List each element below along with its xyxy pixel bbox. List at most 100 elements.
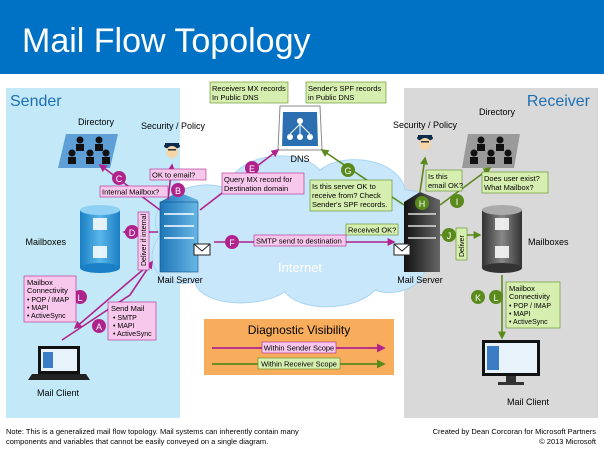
svg-text:In Public DNS: In Public DNS (212, 93, 259, 102)
mailboxes-left-icon (80, 205, 120, 273)
mail-client-right-icon (482, 340, 540, 385)
svg-text:• POP / IMAP: • POP / IMAP (27, 297, 69, 304)
mailboxes-right-icon (482, 205, 522, 273)
svg-text:Send Mail: Send Mail (111, 304, 145, 313)
step-a: A (92, 319, 106, 333)
label-deliver-if-internal: Deliver if internal (137, 211, 150, 271)
svg-text:• ActiveSync: • ActiveSync (113, 331, 152, 338)
label-received-ok: Received OK? (345, 223, 399, 236)
step-i: I (450, 194, 464, 208)
svg-text:Sender's SPF records.: Sender's SPF records. (312, 200, 387, 209)
svg-text:Does user exist?: Does user exist? (484, 174, 540, 183)
svg-text:What Mailbox?: What Mailbox? (484, 183, 534, 192)
step-k2: L (489, 290, 503, 304)
security-left-label: Security / Policy (141, 121, 206, 131)
label-senders-spf: Sender's SPF records in Public DNS (305, 81, 387, 104)
svg-text:Mailbox: Mailbox (509, 284, 535, 293)
mail-client-left-label: Mail Client (37, 388, 80, 398)
arrow-h-policy (419, 156, 429, 193)
page-title: Mail Flow Topology (22, 22, 311, 60)
mail-server-right-icon (393, 192, 440, 272)
step-k: K (471, 290, 485, 304)
step-c: C (112, 171, 126, 185)
svg-text:Is this server OK to: Is this server OK to (312, 182, 376, 191)
sender-heading: Sender (10, 93, 62, 110)
security-right-icon (417, 135, 433, 150)
mail-client-left-icon (28, 346, 90, 380)
legend-receiver-scope: Within Receiver Scope (261, 360, 337, 369)
svg-text:J: J (447, 231, 452, 241)
label-send-mail: Send Mail • SMTP • MAPI • ActiveSync (107, 301, 157, 341)
legend-title: Diagnostic Visibility (248, 323, 351, 337)
svg-text:H: H (419, 199, 426, 209)
svg-text:• ActiveSync: • ActiveSync (509, 319, 548, 326)
receiver-heading: Receiver (527, 93, 591, 110)
svg-text:Connectivity: Connectivity (27, 286, 68, 295)
legend-box: Diagnostic Visibility Within Sender Scop… (204, 319, 394, 375)
mail-client-right-label: Mail Client (507, 397, 550, 407)
mail-server-left-icon (159, 192, 211, 273)
svg-text:email OK?: email OK? (428, 181, 463, 190)
svg-text:SMTP send to destination: SMTP send to destination (256, 237, 342, 246)
mailboxes-left-label: Mailboxes (25, 237, 66, 247)
mailboxes-right-label: Mailboxes (528, 237, 569, 247)
svg-text:Mailbox: Mailbox (27, 278, 53, 287)
svg-text:• SMTP: • SMTP (113, 315, 137, 322)
svg-text:• MAPI: • MAPI (509, 311, 531, 318)
step-l: L (73, 290, 87, 304)
svg-text:Internal Mailbox?: Internal Mailbox? (102, 188, 159, 197)
svg-text:G: G (344, 166, 351, 176)
legend-receiver-swatch (257, 357, 341, 370)
label-internal-mailbox: Internal Mailbox? (99, 185, 169, 198)
footer-credit-1: Created by Dean Corcoran for Microsoft P… (433, 427, 597, 436)
svg-text:Query MX record for: Query MX record for (224, 175, 292, 184)
legend-sender-swatch (261, 341, 337, 354)
arrow-i-directory (439, 167, 492, 206)
security-left-icon (164, 143, 180, 158)
svg-text:• POP / IMAP: • POP / IMAP (509, 303, 551, 310)
svg-text:B: B (175, 186, 181, 196)
footer-note-2: components and variables that cannot be … (6, 437, 268, 446)
label-connectivity-right: Mailbox Connectivity • POP / IMAP • MAPI… (505, 281, 561, 329)
svg-text:OK to email?: OK to email? (152, 171, 195, 180)
svg-text:Received OK?: Received OK? (348, 226, 396, 235)
directory-right-label: Directory (479, 107, 516, 117)
svg-text:• MAPI: • MAPI (113, 323, 135, 330)
dns-icon (277, 105, 323, 151)
svg-text:Sender's SPF records: Sender's SPF records (308, 84, 381, 93)
step-g: G (341, 163, 355, 177)
step-d: D (125, 225, 139, 239)
svg-text:Deliver: Deliver (459, 235, 466, 257)
svg-text:L: L (77, 293, 82, 303)
label-receivers-mx: Receivers MX records In Public DNS (209, 81, 289, 104)
mail-server-right-label: Mail Server (397, 275, 443, 285)
footer-credit-2: © 2013 Microsoft (539, 437, 597, 446)
step-h: H (415, 196, 429, 210)
security-right-label: Security / Policy (393, 120, 458, 130)
label-ok-to-email: OK to email? (149, 168, 207, 181)
svg-text:E: E (249, 164, 255, 174)
label-deliver-right: Deliver (455, 227, 468, 261)
svg-text:• MAPI: • MAPI (27, 305, 49, 312)
directory-right-icon (462, 134, 520, 168)
svg-text:L: L (493, 293, 498, 303)
step-j: J (442, 228, 456, 242)
svg-text:Deliver if internal: Deliver if internal (141, 213, 148, 266)
svg-text:K: K (475, 293, 481, 303)
step-e: E (245, 161, 259, 175)
svg-text:A: A (96, 322, 102, 332)
svg-text:F: F (229, 238, 235, 248)
footer-note-1: Note: This is a generalized mail flow to… (6, 427, 299, 436)
svg-text:Destination domain: Destination domain (224, 184, 288, 193)
directory-left-label: Directory (78, 117, 115, 127)
label-server-ok: Is this server OK to receive from? Check… (309, 179, 393, 212)
label-query-mx: Query MX record for Destination domain (221, 172, 305, 195)
label-email-ok: Is this email OK? (425, 169, 463, 192)
internet-label: Internet (278, 260, 322, 275)
svg-text:in Public DNS: in Public DNS (308, 93, 354, 102)
svg-text:• ActiveSync: • ActiveSync (27, 313, 66, 320)
arrow-l-connectivity (73, 261, 153, 330)
svg-text:D: D (129, 228, 136, 238)
svg-text:Receivers MX records: Receivers MX records (212, 84, 286, 93)
